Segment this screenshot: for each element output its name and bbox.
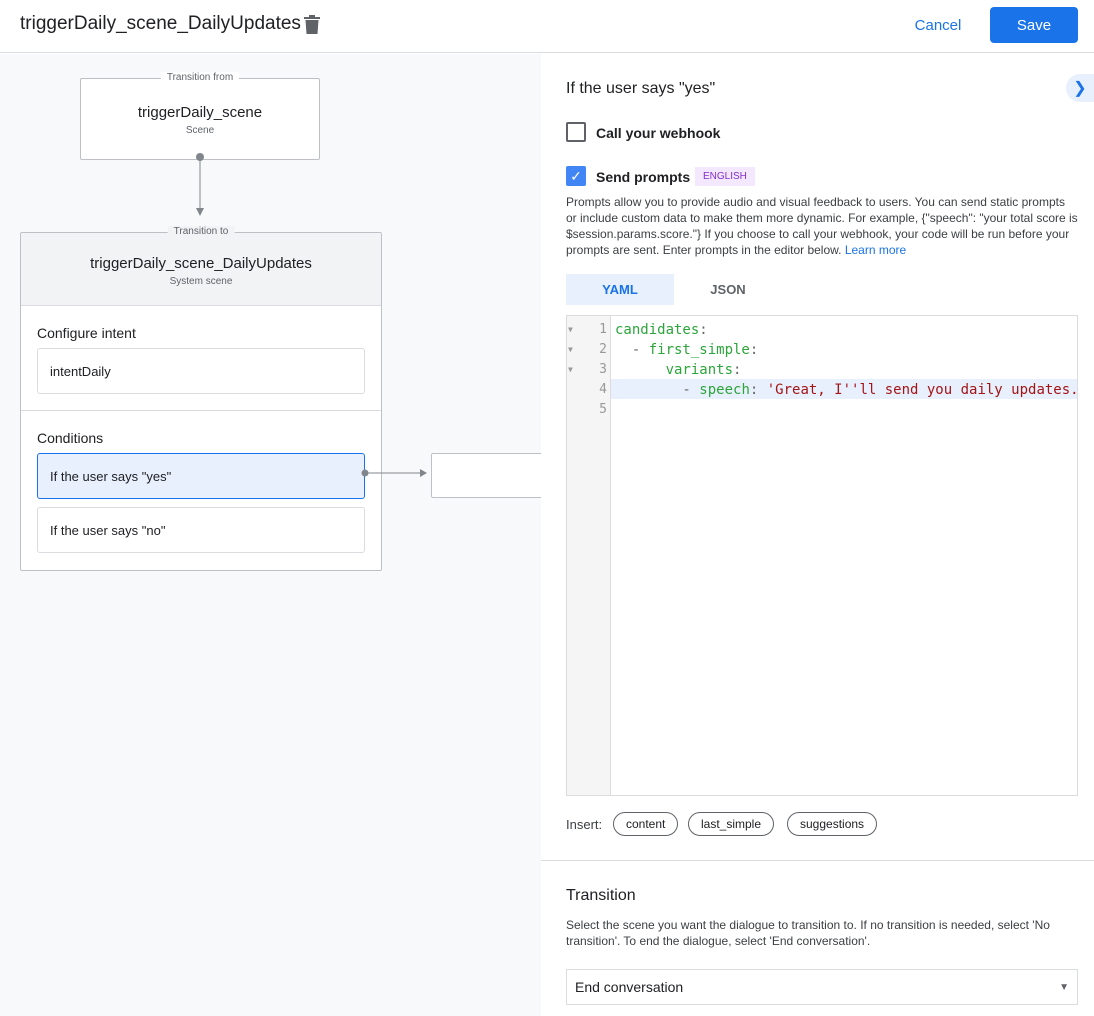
trash-icon[interactable]	[304, 15, 320, 34]
code-line: - first_simple:	[615, 342, 759, 358]
save-button[interactable]: Save	[990, 7, 1078, 43]
tab-json[interactable]: JSON	[710, 282, 746, 297]
dropdown-arrow-icon: ▼	[1059, 981, 1069, 993]
condition-connector	[361, 469, 427, 477]
prompts-description: Prompts allow you to provide audio and v…	[566, 194, 1078, 258]
conditions-heading: Conditions	[37, 430, 104, 446]
transition-from-label: Transition from	[160, 72, 240, 83]
language-badge: ENGLISH	[695, 167, 755, 186]
prompts-checkbox[interactable]: ✓	[566, 166, 586, 186]
description-text: Prompts allow you to provide audio and v…	[566, 195, 1078, 257]
transition-select[interactable]: End conversation ▼	[566, 969, 1078, 1005]
line-number: 5	[599, 402, 607, 417]
header: triggerDaily_scene_DailyUpdates Cancel S…	[0, 0, 1094, 53]
from-scene-name: triggerDaily_scene	[137, 104, 263, 121]
from-scene-type: Scene	[185, 125, 215, 136]
panel-title: If the user says "yes"	[566, 80, 716, 97]
condition-yes[interactable]: If the user says "yes"	[37, 453, 365, 499]
transition-from-node[interactable]: Transition from triggerDaily_scene Scene	[80, 72, 320, 160]
fold-icon[interactable]: ▼	[568, 365, 573, 374]
transition-value: End conversation	[575, 979, 684, 995]
cancel-button[interactable]: Cancel	[914, 16, 962, 34]
code-editor[interactable]: ▼ 1 ▼ 2 ▼ 3 4 5 candidates: - first_simple:…	[566, 315, 1078, 796]
chevron-right-icon[interactable]: ❯	[1066, 74, 1094, 102]
learn-more-link[interactable]: Learn more	[844, 243, 907, 257]
line-number: 1	[599, 322, 607, 337]
to-scene-name: triggerDaily_scene_DailyUpdates	[90, 255, 312, 272]
target-node[interactable]	[431, 453, 541, 498]
fold-icon[interactable]: ▼	[568, 325, 573, 334]
line-number: 4	[599, 382, 607, 397]
code-line: variants:	[665, 362, 742, 378]
editor-gutter	[567, 316, 611, 795]
transition-description: Select the scene you want the dialogue t…	[566, 918, 1050, 948]
insert-chip-last-simple[interactable]: last_simple	[688, 812, 775, 836]
details-panel	[541, 54, 1094, 1016]
flow-canvas[interactable]: Transition from triggerDaily_scene Scene…	[0, 54, 541, 1016]
insert-label: Insert:	[566, 817, 603, 832]
transition-to-label: Transition to	[167, 226, 235, 237]
webhook-checkbox[interactable]	[566, 122, 586, 142]
insert-chip-content[interactable]: content	[613, 812, 679, 836]
transition-heading: Transition	[566, 887, 636, 904]
configure-intent-heading: Configure intent	[37, 325, 136, 341]
prompts-label: Send prompts	[596, 169, 691, 185]
transition-to-node: Transition to triggerDaily_scene_DailyUp…	[20, 226, 382, 571]
intent-card[interactable]: intentDaily	[37, 348, 365, 394]
insert-chip-suggestions[interactable]: suggestions	[787, 812, 878, 836]
code-line: - speech: 'Great, I''ll send you daily u…	[615, 382, 1077, 398]
line-number: 3	[599, 362, 607, 377]
code-line: candidates:	[615, 322, 708, 338]
webhook-label: Call your webhook	[596, 125, 721, 141]
tab-yaml[interactable]: YAML	[566, 274, 674, 305]
page-title: triggerDaily_scene_DailyUpdates	[20, 13, 301, 34]
condition-no[interactable]: If the user says "no"	[37, 507, 365, 553]
connector-arrow	[196, 153, 204, 216]
to-scene-type: System scene	[169, 276, 233, 287]
fold-icon[interactable]: ▼	[568, 345, 573, 354]
line-number: 2	[599, 342, 607, 357]
